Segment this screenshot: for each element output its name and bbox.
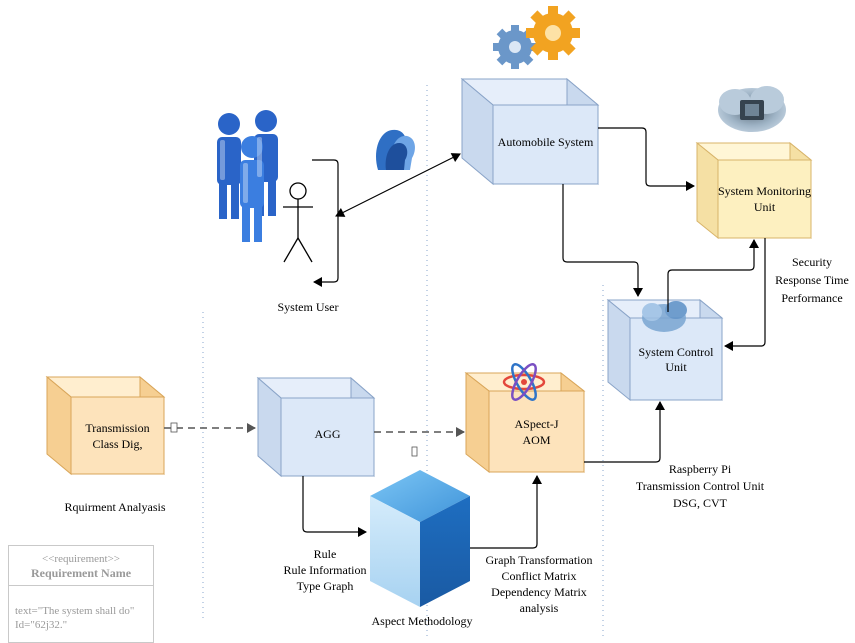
cube-icon xyxy=(370,470,470,607)
requirement-stereotype: <<requirement>> xyxy=(42,553,120,565)
graph-transformation-label: Graph Transformation xyxy=(485,553,593,567)
transmission-control-unit-label: Transmission Control Unit xyxy=(635,479,765,493)
system-user-actor[interactable] xyxy=(283,182,313,263)
user-automobile-connector xyxy=(335,153,461,217)
metric-performance: Performance xyxy=(781,291,843,305)
system-monitoring-label-line1: System Monitoring xyxy=(718,184,812,198)
aspectj-control-connector xyxy=(584,401,665,463)
automobile-system-box[interactable] xyxy=(460,77,600,186)
type-graph-label: Type Graph xyxy=(296,579,354,593)
rule-label: Rule xyxy=(313,547,337,561)
automobile-system-label: Automobile System xyxy=(497,135,594,149)
system-control-unit-box[interactable] xyxy=(606,298,724,402)
requirement-id: Id="62j32." xyxy=(15,619,68,631)
cube-aspectj-connector xyxy=(470,475,542,549)
aspectj-label-line2: AOM xyxy=(522,433,551,447)
cloud-chip-icon xyxy=(718,86,786,132)
users-group-icon xyxy=(217,110,278,242)
atom-icon xyxy=(502,363,546,401)
system-monitoring-label-line2: Unit xyxy=(753,200,776,214)
system-control-label-line2: Unit xyxy=(665,360,687,374)
requirement-body: text="The system shall do" Id="62j32." xyxy=(15,604,134,632)
metric-response-time: Response Time xyxy=(775,273,849,287)
requirement-name: Requirement Name xyxy=(30,566,132,580)
system-control-label-line1: System Control xyxy=(638,345,714,359)
monitoring-control-connector xyxy=(724,238,766,351)
agg-cube-connector xyxy=(302,476,367,537)
system-user-label: System User xyxy=(277,300,339,314)
dependency-matrix-label: Dependency Matrix xyxy=(491,585,587,599)
automobile-control-connector xyxy=(562,184,643,297)
requirement-block[interactable]: <<requirement>> Requirement Name text="T… xyxy=(8,545,154,643)
requirement-analysis-label: Rquirment Analyasis xyxy=(64,500,166,514)
agg-label: AGG xyxy=(314,427,341,441)
dsg-cvt-label: DSG, CVT xyxy=(672,496,727,510)
transmission-class-box[interactable] xyxy=(45,375,166,476)
aspect-methodology-label: Aspect Methodology xyxy=(371,614,473,628)
agg-box[interactable] xyxy=(256,376,376,478)
aspectj-label-line1: ASpect-J xyxy=(514,417,559,431)
automobile-monitoring-connector xyxy=(598,127,695,191)
gears-icon xyxy=(493,6,580,69)
divider-lines xyxy=(202,85,604,640)
control-monitoring-connector xyxy=(667,239,759,312)
users-profile-icon xyxy=(372,127,415,173)
actor-loop-connector xyxy=(312,159,339,287)
transmission-label-line1: Transmission xyxy=(85,421,150,435)
raspberry-pi-label: Raspberry Pi xyxy=(668,462,732,476)
requirement-header: <<requirement>> Requirement Name xyxy=(9,546,153,586)
system-monitoring-unit-box[interactable] xyxy=(695,141,813,240)
conflict-matrix-label: Conflict Matrix xyxy=(501,569,577,583)
metric-security: Security xyxy=(792,255,832,269)
rule-information-label: Rule Information xyxy=(283,563,367,577)
requirement-text: text="The system shall do" xyxy=(15,605,135,617)
analysis-label: analysis xyxy=(519,601,559,615)
control-cloud-icon xyxy=(642,301,687,332)
aspectj-aom-box[interactable] xyxy=(464,371,586,474)
transmission-label-line2: Class Dig, xyxy=(92,437,143,451)
